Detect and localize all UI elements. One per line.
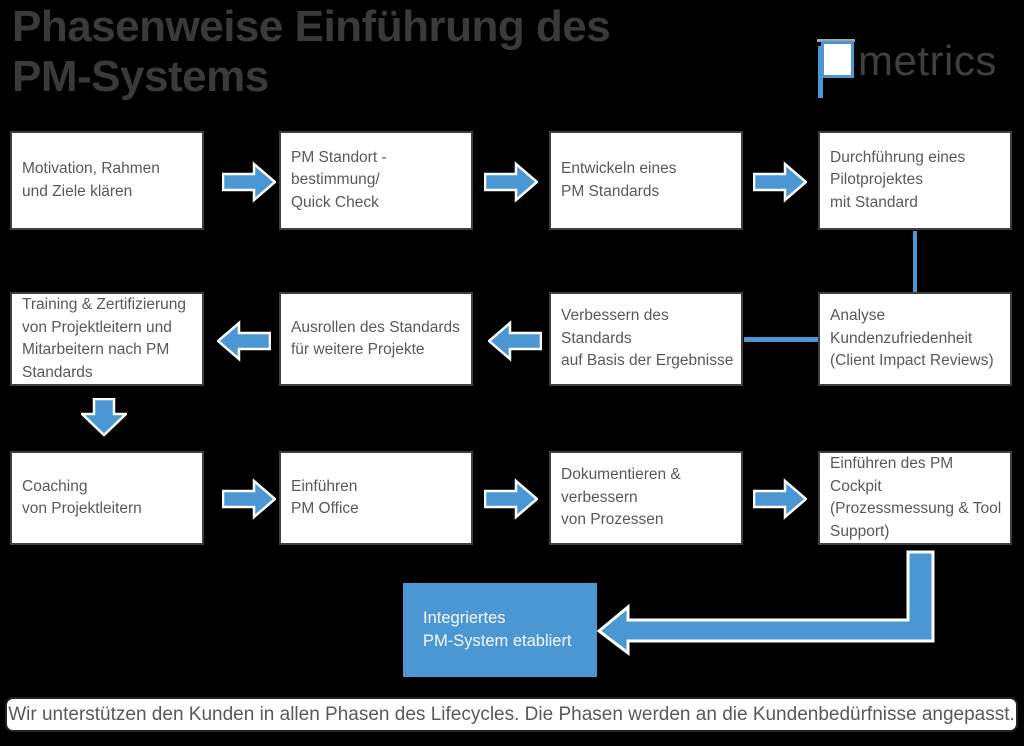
phase-box-coaching: Coaching von Projektleitern [10, 451, 204, 545]
phase-box-label: Coaching von Projektleitern [22, 477, 142, 518]
footer-banner: Wir unterstützen den Kunden in allen Pha… [5, 697, 1018, 732]
logo-p-square-icon [821, 41, 854, 78]
phase-box-ausrollen: Ausrollen des Standards für weitere Proj… [279, 292, 473, 386]
arrow-right-icon [222, 161, 276, 203]
logo-p-stem [818, 46, 823, 98]
connector-vertical-line [913, 231, 917, 292]
phase-box-training-zertifizierung: Training & Zertifizierung von Projektlei… [10, 292, 204, 386]
connector-horizontal-line [744, 337, 818, 342]
phase-box-dokumentieren: Dokumentieren & verbessern von Prozessen [549, 451, 743, 545]
phase-box-verbessern: Verbessern des Standards auf Basis der E… [549, 292, 743, 386]
arrow-right-icon [222, 478, 276, 520]
phase-box-label: Einführen des PM Cockpit (Prozessmessung… [830, 455, 1002, 540]
page-title: Phasenweise Einführung des PM-Systems [12, 2, 611, 101]
phase-box-label: Durchführung eines Pilotprojektes mit St… [830, 148, 966, 211]
phase-box-label: Training & Zertifizierung von Projektlei… [22, 296, 186, 381]
phase-box-label: Entwickeln eines PM Standards [561, 160, 677, 200]
arrow-right-icon [753, 478, 807, 520]
phase-box-standortbestimmung: PM Standort - bestimmung/ Quick Check [279, 131, 473, 230]
arrow-left-icon [488, 320, 542, 362]
phase-box-pm-standard: Entwickeln eines PM Standards [549, 131, 743, 230]
phase-box-label: Ausrollen des Standards für weitere Proj… [291, 318, 460, 359]
phase-box-label: Dokumentieren & verbessern von Prozessen [561, 466, 681, 529]
phase-box-label: PM Standort - bestimmung/ Quick Check [291, 148, 387, 211]
arrow-elbow-left-icon [596, 550, 935, 657]
arrow-down-icon [81, 398, 127, 437]
phase-box-label: Verbessern des Standards auf Basis der E… [561, 307, 734, 370]
logo-wordmark: metrics [858, 37, 997, 84]
arrow-right-icon [484, 478, 538, 520]
arrow-left-icon [217, 320, 271, 362]
result-box-pm-system-etabliert: Integriertes PM-System etabliert [403, 583, 597, 677]
phase-box-motivation: Motivation, Rahmen und Ziele klären [10, 131, 204, 230]
logo-gray-accent [817, 39, 855, 42]
footer-text: Wir unterstützen den Kunden in allen Pha… [8, 703, 1015, 725]
arrow-right-icon [484, 161, 538, 203]
phase-box-analyse-kundenzufriedenheit: Analyse Kundenzufriedenheit (Client Impa… [818, 292, 1012, 386]
phase-box-pm-office: Einführen PM Office [279, 451, 473, 545]
arrow-right-icon [753, 161, 807, 203]
phase-box-pm-cockpit: Einführen des PM Cockpit (Prozessmessung… [818, 451, 1012, 545]
phase-box-label: Einführen PM Office [291, 477, 359, 518]
phase-box-label: Analyse Kundenzufriedenheit (Client Impa… [830, 307, 994, 370]
phase-box-pilotprojekt: Durchführung eines Pilotprojektes mit St… [818, 131, 1012, 230]
result-box-label: Integriertes PM-System etabliert [423, 609, 572, 650]
phase-box-label: Motivation, Rahmen und Ziele klären [22, 160, 160, 200]
